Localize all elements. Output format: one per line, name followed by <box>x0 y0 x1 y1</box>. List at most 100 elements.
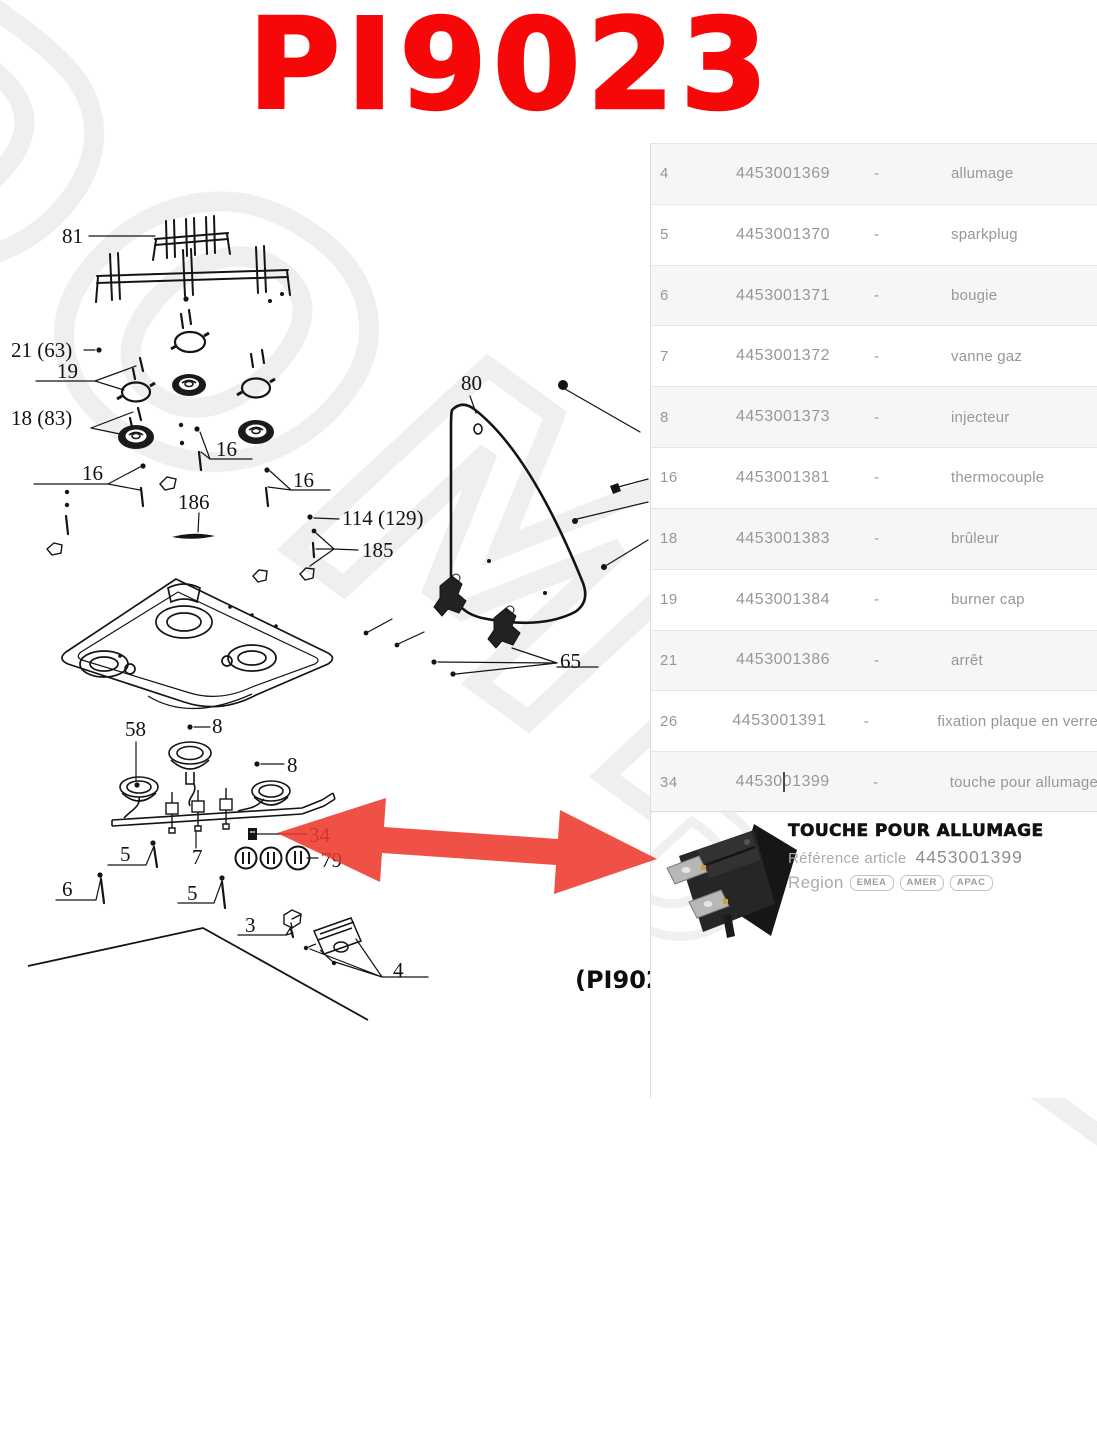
part-number: 6 <box>660 287 669 305</box>
dash-separator: - <box>874 530 879 548</box>
svg-text:185: 185 <box>362 538 394 562</box>
rocker-switch-photo <box>666 824 797 938</box>
exploded-diagram: 81 21 (63) 19 18 (83) 16 16 16 186 114 (… <box>11 215 650 1021</box>
region-badge-emea: EMEA <box>849 875 894 891</box>
control-knobs <box>234 845 311 871</box>
part-number: 16 <box>660 469 678 487</box>
part-reference: 4453001386 <box>736 651 830 669</box>
igniter-module <box>306 917 363 963</box>
svg-text:16: 16 <box>293 468 314 492</box>
part-reference: 4453001384 <box>736 590 830 608</box>
part-reference: 4453001369 <box>736 164 830 182</box>
part-reference: 4453001383 <box>736 529 830 547</box>
table-row[interactable]: 7 4453001372 - vanne gaz <box>651 326 1097 388</box>
pan-support-grate <box>95 215 291 303</box>
part-labels: 81 21 (63) 19 18 (83) 16 16 16 186 114 (… <box>11 224 581 982</box>
part-description: fixation plaque en verre <box>937 712 1097 730</box>
svg-text:6: 6 <box>62 877 73 901</box>
part-description: sparkplug <box>951 226 1018 244</box>
reference-value: 4453001399 <box>915 847 1023 867</box>
table-row[interactable]: 5 4453001370 - sparkplug <box>651 205 1097 266</box>
part-number: 18 <box>660 530 678 548</box>
reference-line: Référence article 4453001399 <box>788 847 1043 868</box>
table-row[interactable]: 19 4453001384 - burner cap <box>651 570 1097 631</box>
svg-text:19: 19 <box>57 359 78 383</box>
part-number: 34 <box>660 773 678 791</box>
part-reference: 4453001372 <box>736 347 830 365</box>
part-reference: 4453001373 <box>736 408 830 426</box>
screw-dots <box>64 292 621 966</box>
table-row[interactable]: 8 4453001373 - injecteur <box>651 387 1097 449</box>
svg-text:186: 186 <box>178 490 210 514</box>
manifold-assembly <box>111 741 336 834</box>
part-number: 7 <box>660 347 669 365</box>
part-description: vanne gaz <box>951 347 1023 365</box>
svg-text:114 (129): 114 (129) <box>342 506 423 530</box>
part-number: 4 <box>660 165 669 183</box>
dash-separator: - <box>874 347 879 365</box>
hinges <box>433 573 521 649</box>
strip-186 <box>172 533 215 539</box>
ignition-switch-part <box>248 828 257 840</box>
svg-text:8: 8 <box>212 714 223 738</box>
part-reference: 4453001381 <box>736 468 830 486</box>
table-row[interactable]: 21 4453001386 - arrêt <box>651 630 1097 692</box>
table-row[interactable]: 16 4453001381 - thermocouple <box>651 448 1097 509</box>
small-hardware <box>46 308 316 939</box>
part-description: injecteur <box>951 408 1010 426</box>
svg-text:79: 79 <box>321 848 342 872</box>
svg-text:16: 16 <box>82 461 103 485</box>
reference-label: Référence article <box>788 850 907 867</box>
svg-text:16: 16 <box>216 437 237 461</box>
table-row[interactable]: 26 4453001391 - fixation plaque en verre <box>651 691 1097 753</box>
part-number: 8 <box>660 408 669 426</box>
table-row[interactable]: 18 4453001383 - brûleur <box>651 508 1097 570</box>
svg-text:58: 58 <box>125 717 146 741</box>
region-label: Region <box>788 873 844 892</box>
product-title: TOUCHE POUR ALLUMAGE <box>788 821 1044 842</box>
dash-separator: - <box>874 226 879 244</box>
svg-text:8: 8 <box>287 753 298 777</box>
dash-separator: - <box>874 591 879 609</box>
table-row[interactable]: 6 4453001371 - bougie <box>651 265 1097 327</box>
svg-text:5: 5 <box>187 881 198 905</box>
region-badge-amer: AMER <box>899 875 944 891</box>
svg-text:4: 4 <box>393 958 404 982</box>
diagram-caption: (PI9023) <box>575 966 650 994</box>
part-number: 21 <box>660 651 678 669</box>
part-reference: 4453001399 <box>736 773 873 791</box>
svg-text:7: 7 <box>192 845 203 869</box>
svg-text:3: 3 <box>245 913 256 937</box>
svg-text:21 (63): 21 (63) <box>11 338 72 362</box>
svg-text:5: 5 <box>120 842 131 866</box>
table-row[interactable]: 4 4453001369 - allumage <box>651 144 1097 205</box>
sheet-edge <box>27 927 369 1021</box>
dash-separator: - <box>874 165 879 183</box>
part-description: touche pour allumage <box>949 773 1097 791</box>
dash-separator: - <box>863 712 869 730</box>
part-number: 19 <box>660 591 678 609</box>
text-cursor <box>783 772 785 793</box>
part-description: bougie <box>951 287 998 305</box>
table-row-highlighted[interactable]: 34 4453001399 - touche pour allumage <box>651 752 1097 812</box>
dash-separator: - <box>874 287 879 305</box>
glass-lid <box>449 403 587 625</box>
part-number: 26 <box>660 712 678 730</box>
part-description: arrêt <box>951 651 983 669</box>
svg-text:18 (83): 18 (83) <box>11 406 72 430</box>
part-reference: 4453001391 <box>732 712 827 730</box>
part-reference: 4453001370 <box>736 225 830 243</box>
part-description: brûleur <box>951 530 1000 548</box>
dash-separator: - <box>873 773 879 791</box>
svg-text:34: 34 <box>309 823 331 847</box>
svg-text:65: 65 <box>560 649 581 673</box>
part-description: thermocouple <box>951 469 1045 487</box>
part-description: burner cap <box>951 591 1025 609</box>
product-info: TOUCHE POUR ALLUMAGE Référence article 4… <box>788 821 1044 893</box>
part-number: 5 <box>660 226 669 244</box>
part-description: allumage <box>951 165 1014 183</box>
parts-table: 4 4453001369 - allumage 5 4453001370 - s… <box>650 143 1097 812</box>
burners <box>118 374 274 449</box>
part-reference: 4453001371 <box>736 286 830 304</box>
svg-text:80: 80 <box>461 371 482 395</box>
